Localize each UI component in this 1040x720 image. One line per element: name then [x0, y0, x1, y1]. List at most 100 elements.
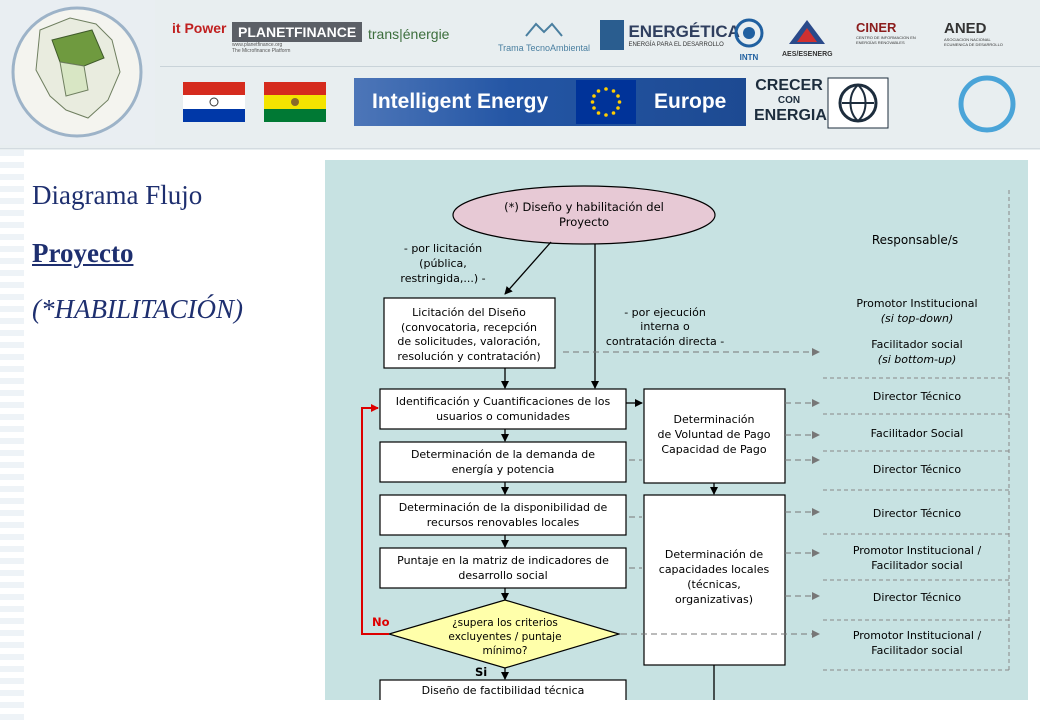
next-box: Diseño de factibilidad técnica — [379, 679, 627, 700]
resp-6-line-1: Director Técnico — [873, 591, 961, 604]
step-4-line-1: Puntaje en la matriz de indicadores de — [397, 554, 609, 567]
resp-5-line-1: Promotor Institucional / — [853, 544, 982, 557]
resp-5-line-2: Facilitador social — [871, 559, 962, 572]
resp-0-line-3: Facilitador social — [871, 338, 962, 351]
aes-logo: AES/ESENERG — [782, 18, 833, 58]
licitacion-label-2: (pública, — [419, 257, 467, 270]
decision-line-3: mínimo? — [483, 645, 528, 657]
capacidades-line-2: capacidades locales — [659, 563, 770, 576]
licitacion-box: Licitación del Diseño (convocatoria, rec… — [383, 297, 556, 369]
resp-7-line-2: Facilitador social — [871, 644, 962, 657]
planetfinance-logo: PLANETFINANCE www.planetfinance.org The … — [232, 22, 363, 54]
crecer-logo: CRECER CON ENERGIA — [754, 77, 827, 124]
si-label: Si — [475, 665, 487, 679]
step-3-line-1: Determinación de la disponibilidad de — [399, 501, 608, 514]
bolivia-flag-icon — [264, 82, 326, 122]
header-divider — [160, 66, 1040, 67]
decision-node: ¿supera los criterios excluyentes / punt… — [386, 599, 622, 669]
map-icon — [11, 6, 143, 138]
trama-logo: Trama TecnoAmbiental — [498, 20, 590, 53]
aes-text: AES/ESENERG — [782, 51, 833, 58]
planetfinance-tagline: The Microfinance Platform — [232, 48, 291, 54]
step-3-line-2: recursos renovables locales — [427, 516, 580, 529]
licitacion-box-2: (convocatoria, recepción — [401, 321, 537, 334]
trama-text: Trama TecnoAmbiental — [498, 43, 591, 53]
step-4-line-2: desarrollo social — [458, 569, 547, 582]
intelligent-energy-banner: Intelligent Energy Europe — [354, 78, 746, 126]
intn-logo: INTN — [732, 18, 766, 62]
slide-note: (*HABILITACIÓN) — [32, 294, 243, 324]
eu-flag-icon — [576, 80, 636, 124]
crecer-line-1: CRECER — [755, 77, 823, 94]
slide-subtitle: Proyecto — [32, 238, 134, 268]
voluntad-line-3: Capacidad de Pago — [661, 443, 767, 456]
step-box-1: Identificación y Cuantificaciones de los… — [379, 388, 627, 430]
step-2-line-1: Determinación de la demanda de — [411, 448, 595, 461]
ciner-title: CINER — [856, 20, 897, 35]
step-1-line-1: Identificación y Cuantificaciones de los — [396, 395, 611, 408]
energetica-tagline: ENERGÍA PARA EL DESARROLLO — [628, 42, 724, 48]
voluntad-line-1: Determinación — [674, 413, 755, 426]
globe-hand-icon — [827, 77, 889, 129]
flow-diagram-svg: (*) Diseño y habilitación del Proyecto -… — [361, 185, 1010, 700]
header-banner: it Power PLANETFINANCE www.planetfinance… — [0, 0, 1040, 150]
voluntad-line-2: de Voluntad de Pago — [657, 428, 770, 441]
intn-text: INTN — [739, 53, 759, 62]
header-separator — [0, 148, 1040, 149]
planetfinance-title: PLANETFINANCE — [232, 22, 363, 42]
resp-3-line-1: Director Técnico — [873, 463, 961, 476]
ejecucion-label: - por ejecución interna o contratación d… — [606, 306, 724, 348]
capacidades-box: Determinación de capacidades locales (té… — [643, 494, 786, 666]
transenergie-text: trans|énergie — [368, 26, 450, 42]
step-1-line-2: usuarios o comunidades — [436, 410, 570, 423]
responsables-column: Promotor Institucional (si top-down) Fac… — [853, 297, 982, 657]
flow-diagram: (*) Diseño y habilitación del Proyecto -… — [325, 160, 1028, 700]
resp-2-line-1: Facilitador Social — [871, 427, 964, 440]
ejecucion-label-2: interna o — [640, 320, 690, 333]
step-box-2: Determinación de la demanda de energía y… — [379, 441, 627, 483]
step-to-resp-arrows — [621, 399, 820, 638]
licitacion-label-3: restringida,...) - — [400, 272, 485, 285]
responsables-guides — [823, 190, 1010, 671]
itpower-logo-text: it Power — [172, 20, 227, 36]
planetfinance-url: www.planetfinance.org — [232, 42, 283, 48]
capacidades-line-3: (técnicas, — [687, 578, 740, 591]
no-label: No — [372, 615, 390, 629]
start-line-2: Proyecto — [559, 215, 609, 229]
itpower-logo: it Power — [172, 20, 226, 36]
banner-right-text: Europe — [654, 90, 727, 113]
resp-4-line-1: Director Técnico — [873, 507, 961, 520]
resp-0-line-2: (si top-down) — [881, 312, 954, 325]
ejecucion-label-1: - por ejecución — [624, 306, 706, 319]
decision-line-2: excluyentes / puntaje — [448, 631, 561, 643]
licitacion-box-3: de solicitudes, valoración, — [397, 335, 540, 348]
crecer-line-3: ENERGIA — [754, 107, 827, 124]
intn-icon — [734, 18, 764, 48]
circle-ornament-icon — [958, 75, 1016, 133]
aned-title: ANED — [944, 20, 987, 37]
capacidades-line-4: organizativas) — [675, 593, 753, 606]
aes-icon — [789, 20, 826, 44]
start-arrows — [504, 241, 599, 389]
ciner-tagline: CENTRO DE INFORMACION EN ENERGÍAS RENOVA… — [856, 35, 916, 45]
decorative-stripe — [0, 150, 24, 720]
ciner-logo: CINER CENTRO DE INFORMACION EN ENERGÍAS … — [856, 20, 936, 45]
energetica-title: ENERGÉTICA — [628, 22, 740, 41]
licitacion-box-4: resolución y contratación) — [397, 350, 540, 363]
step-box-3: Determinación de la disponibilidad de re… — [379, 494, 627, 536]
voluntad-box: Determinación de Voluntad de Pago Capaci… — [643, 388, 786, 484]
ejecucion-label-3: contratación directa - — [606, 335, 724, 348]
crecer-line-2: CON — [777, 95, 801, 106]
next-box-text: Diseño de factibilidad técnica — [422, 684, 585, 697]
step-box-4: Puntaje en la matriz de indicadores de d… — [379, 547, 627, 589]
resp-1-line-1: Director Técnico — [873, 390, 961, 403]
trama-icon — [525, 22, 563, 37]
capacidades-line-1: Determinación de — [665, 548, 763, 561]
resp-0-line-1: Promotor Institucional — [856, 297, 977, 310]
aned-tagline: ASOCIACION NACIONAL ECUMENICA DE DESARRO… — [944, 37, 1003, 47]
resp-7-line-1: Promotor Institucional / — [853, 629, 982, 642]
responsables-header: Responsable/s — [872, 233, 958, 247]
start-line-1: (*) Diseño y habilitación del — [504, 200, 664, 214]
paraguay-map-image — [0, 0, 155, 145]
resp-0-line-4: (si bottom-up) — [878, 353, 957, 366]
